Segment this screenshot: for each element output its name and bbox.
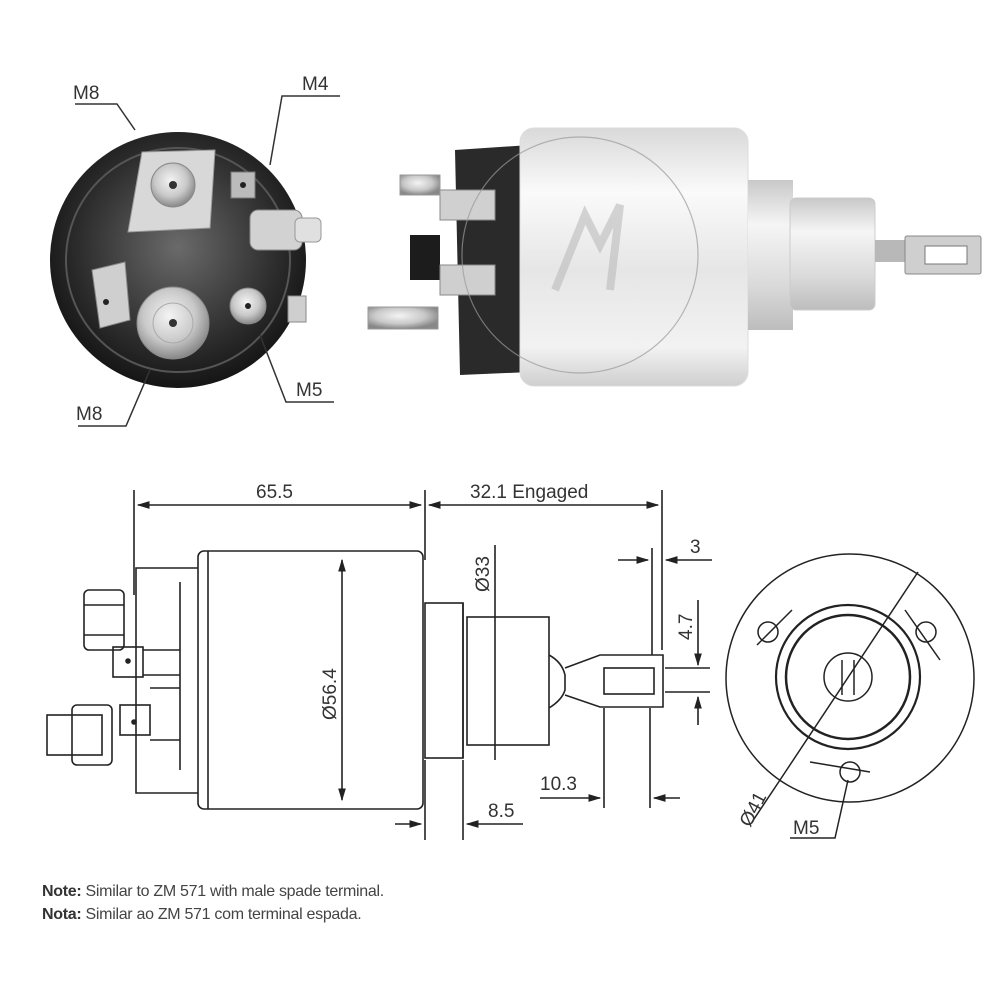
label-thread-m5: M5 xyxy=(793,818,819,839)
side-view-photo xyxy=(367,127,982,387)
dim-tab-length: 10.3 xyxy=(540,774,577,795)
label-m8-bottom: M8 xyxy=(76,404,102,425)
note-label: Note: xyxy=(42,883,82,900)
note-text: Similar ao ZM 571 com terminal espada. xyxy=(81,906,362,923)
note-portuguese: Nota: Similar ao ZM 571 com terminal esp… xyxy=(42,903,384,926)
dim-tab-offset: 3 xyxy=(690,537,701,558)
dim-bolt-circle: Ø41 xyxy=(736,789,771,831)
side-elevation-drawing xyxy=(46,490,712,840)
notes-block: Note: Similar to ZM 571 with male spade … xyxy=(42,880,384,926)
note-english: Note: Similar to ZM 571 with male spade … xyxy=(42,880,384,903)
dim-slot-width: 4.7 xyxy=(676,614,697,640)
end-view-photo: M8 M4 M8 M5 xyxy=(50,74,340,427)
note-text: Similar to ZM 571 with male spade termin… xyxy=(81,883,385,900)
label-m5: M5 xyxy=(296,380,322,401)
label-m8-top: M8 xyxy=(73,83,99,104)
dim-body-diameter: Ø56.4 xyxy=(320,668,341,720)
note-label: Nota: xyxy=(42,906,82,923)
dim-flange-thickness: 8.5 xyxy=(488,801,514,822)
label-m4: M4 xyxy=(302,74,329,95)
dim-nose-diameter: Ø33 xyxy=(473,556,494,592)
front-end-drawing xyxy=(725,553,975,839)
dim-body-length: 65.5 xyxy=(256,482,293,503)
dim-stroke: 32.1 Engaged xyxy=(470,482,588,503)
